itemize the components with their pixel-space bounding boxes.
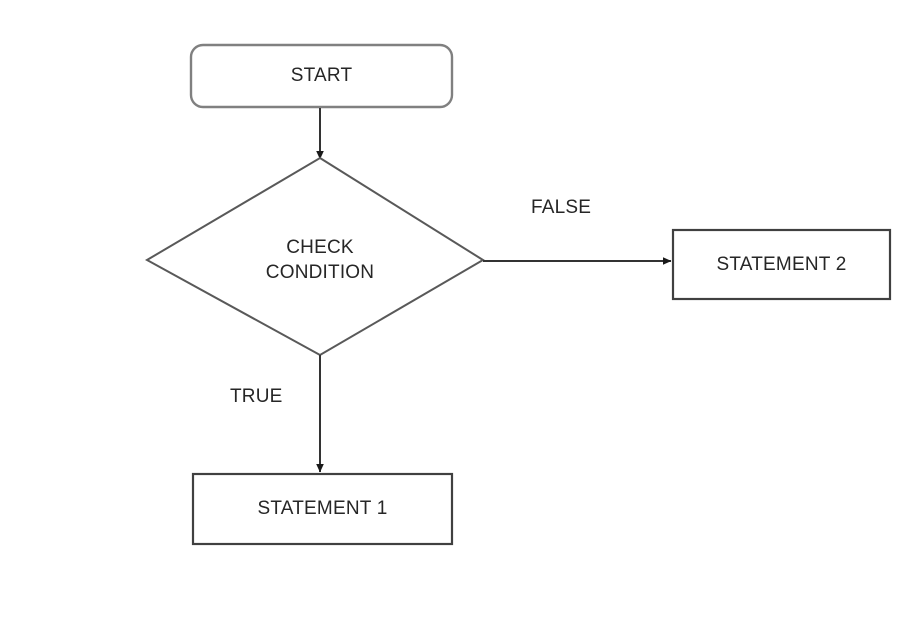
node-statement-2-shape[interactable]: [671, 228, 892, 301]
node-check-condition-shape[interactable]: [144, 156, 485, 357]
node-statement-1-shape[interactable]: [191, 472, 454, 546]
node-start-shape[interactable]: [189, 43, 454, 109]
